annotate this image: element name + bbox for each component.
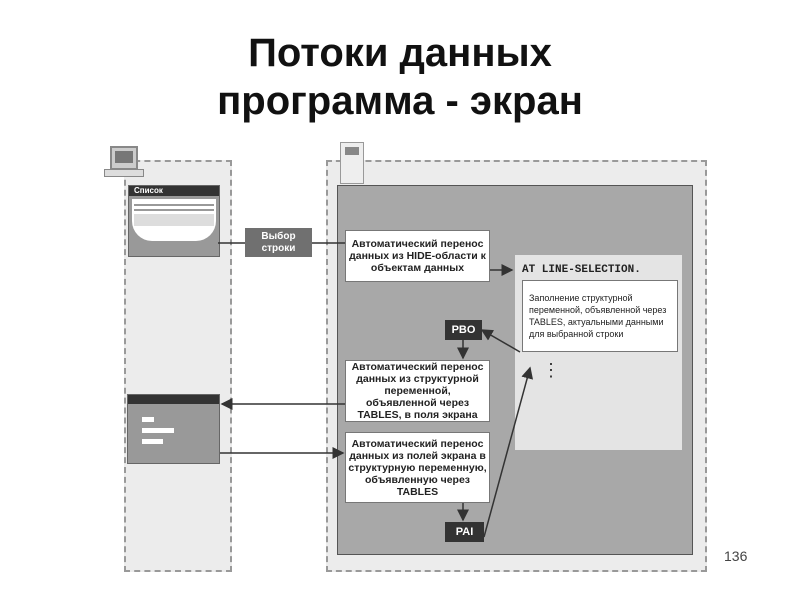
list-content <box>132 199 216 241</box>
pbo-label: PBO <box>445 320 482 340</box>
pai-label: PAI <box>445 522 484 542</box>
list-window-title: Список <box>129 186 219 196</box>
select-row-label: Выбор строки <box>245 228 312 257</box>
to-screen-box: Автоматический перенос данных из структу… <box>345 360 490 422</box>
fill-note-box: Заполнение структурной переменной, объяв… <box>522 280 678 352</box>
list-window: Список <box>128 185 220 257</box>
title-line-2: программа - экран <box>217 79 583 123</box>
arrow-to-pbo <box>480 329 521 353</box>
page-number: 136 <box>724 548 748 564</box>
screen-window <box>127 394 220 464</box>
hide-transfer-box: Автоматический перенос данных из HIDE-об… <box>345 230 490 282</box>
arrow-pai-to-event <box>483 366 534 538</box>
title-line-1: Потоки данных <box>248 31 552 75</box>
from-screen-box: Автоматический перенос данных из полей э… <box>345 432 490 503</box>
ellipsis: ⋮ <box>542 360 560 380</box>
at-line-selection-label: AT LINE-SELECTION. <box>522 264 641 276</box>
server-icon <box>340 142 364 184</box>
computer-icon <box>110 146 138 170</box>
keyboard-icon <box>104 169 144 177</box>
